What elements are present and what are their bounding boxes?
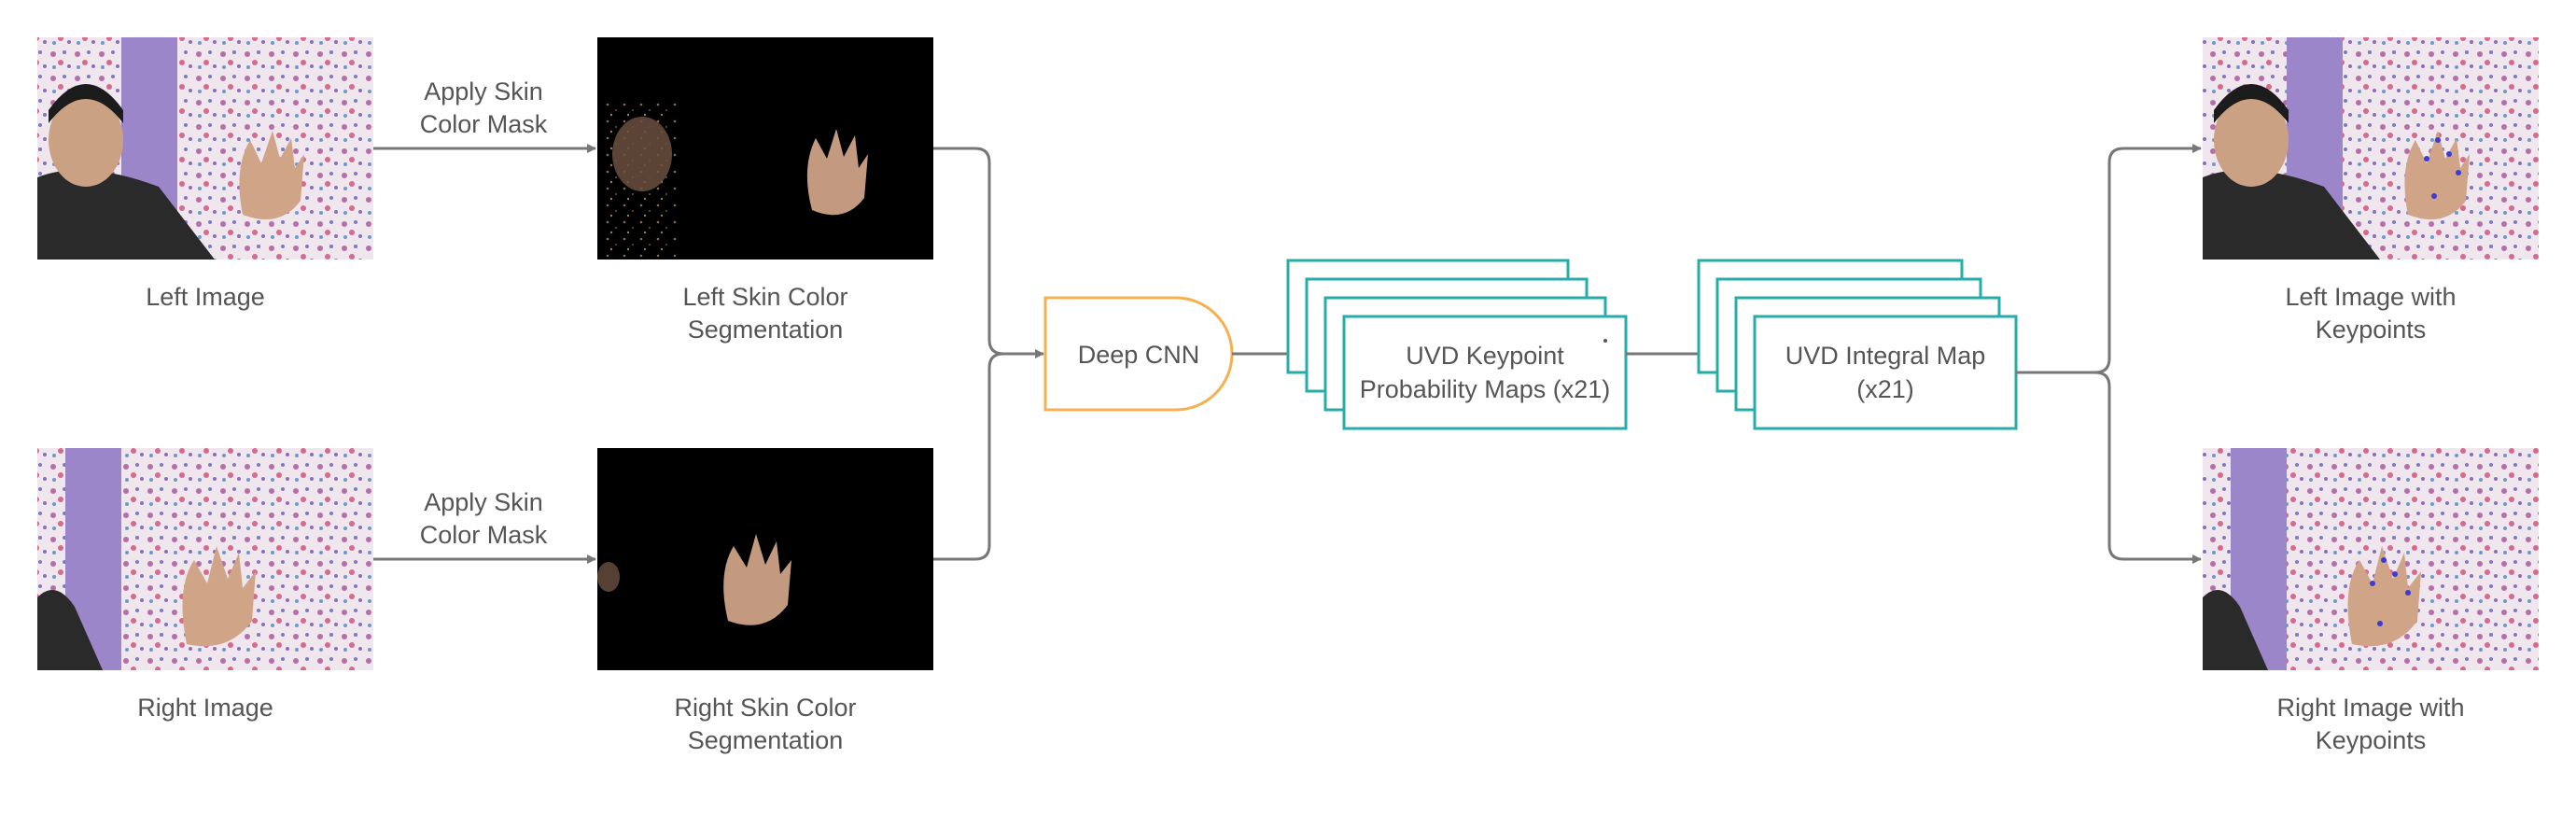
- left-skin-segmentation: [597, 37, 933, 260]
- right-output-caption-line1: Right Image with: [2276, 694, 2464, 722]
- probability-maps-stack: [1286, 259, 1628, 430]
- probability-maps-line2: Probability Maps (x21): [1360, 375, 1611, 403]
- right-image-caption: Right Image: [137, 694, 273, 722]
- left-output-caption-line2: Keypoints: [2316, 316, 2427, 344]
- arrow-integral-to-left-output: [2016, 144, 2202, 374]
- mask-step-bottom-line1: Apply Skin: [424, 488, 543, 516]
- deep-cnn-block: [1043, 296, 1234, 412]
- right-segmentation-caption-line1: Right Skin Color: [674, 694, 856, 722]
- right-segmentation-caption-line2: Segmentation: [688, 726, 844, 754]
- left-image-caption: Left Image: [146, 283, 265, 311]
- arrow-left-seg-to-cnn: [933, 147, 1044, 358]
- integral-map-line2: (x21): [1856, 375, 1914, 403]
- probability-maps-line1: UVD Keypoint: [1406, 342, 1564, 370]
- left-output-image: [2203, 37, 2539, 260]
- mask-step-top-line2: Color Mask: [420, 110, 548, 138]
- mask-step-top-line1: Apply Skin: [424, 77, 543, 105]
- integral-map-stack: [1697, 259, 2018, 430]
- left-output-caption-line1: Left Image with: [2285, 283, 2456, 311]
- right-image: [37, 448, 373, 670]
- arrow-right-seg-to-cnn: [933, 352, 1004, 561]
- left-image: [37, 37, 373, 260]
- mask-step-bottom-line2: Color Mask: [420, 521, 548, 549]
- deep-cnn-label: Deep CNN: [1078, 341, 1200, 369]
- right-output-caption-line2: Keypoints: [2316, 726, 2427, 754]
- integral-map-line1: UVD Integral Map: [1785, 342, 1986, 370]
- left-segmentation-caption-line1: Left Skin Color: [682, 283, 847, 311]
- right-skin-segmentation: [597, 448, 933, 670]
- right-output-image: [2203, 448, 2539, 670]
- arrow-integral-to-right-output: [2016, 371, 2202, 564]
- left-segmentation-caption-line2: Segmentation: [688, 316, 844, 344]
